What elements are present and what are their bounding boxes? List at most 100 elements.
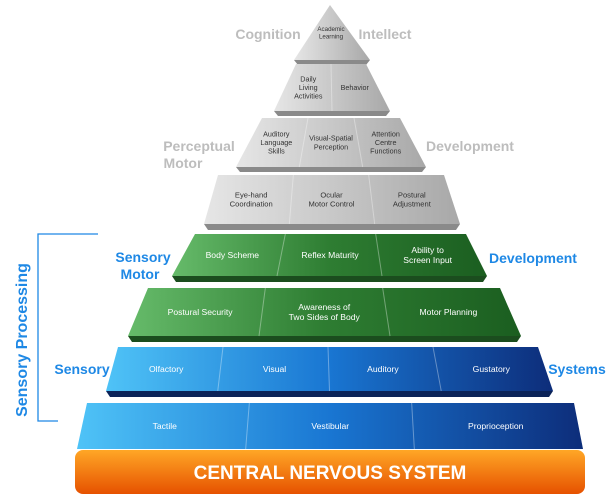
tier-8: Tactile Vestibular Proprioception bbox=[77, 402, 583, 450]
label-perceptual: Perceptual bbox=[163, 138, 235, 154]
tier-4-band bbox=[204, 175, 460, 224]
tier-4-divider bbox=[368, 174, 376, 225]
tier-5-divider bbox=[276, 233, 286, 277]
tier-6-cell-1: Postural Security bbox=[168, 307, 234, 317]
tier-7-divider bbox=[432, 346, 442, 392]
tier-5-cell-1: Body Scheme bbox=[206, 250, 260, 260]
label-development-blue: Development bbox=[489, 250, 577, 266]
tier-3-divider bbox=[298, 117, 309, 168]
tier-4-cell-line: Postural bbox=[398, 191, 426, 200]
tier-5-band bbox=[172, 234, 487, 276]
tier-8-divider bbox=[411, 402, 415, 450]
tier-4-cell-line: Ocular bbox=[320, 191, 343, 200]
tier-7-cell-4: Gustatory bbox=[473, 364, 511, 374]
apex-cell-line: Academic bbox=[317, 26, 344, 33]
tier-7-cell-line: Olfactory bbox=[149, 364, 184, 374]
tier-7-band bbox=[106, 347, 553, 391]
tier-3-cell-line: Visual-Spatial bbox=[309, 134, 353, 143]
tier-5-cell-line: Screen Input bbox=[403, 255, 452, 265]
base-bar: CENTRAL NERVOUS SYSTEM bbox=[75, 450, 585, 494]
tier-4-divider bbox=[288, 174, 294, 225]
label-perceptual-motor: Motor bbox=[164, 155, 203, 171]
tier-3-cell-line: Language bbox=[260, 138, 292, 147]
tier-8-divider bbox=[245, 402, 250, 450]
label-sensory-motor-2: Motor bbox=[121, 266, 160, 282]
base-label: CENTRAL NERVOUS SYSTEM bbox=[194, 463, 467, 484]
apex-face bbox=[294, 60, 370, 65]
label-intellect: Intellect bbox=[359, 26, 412, 42]
tier-3-divider bbox=[353, 117, 364, 168]
tier-7: Olfactory Visual Auditory Gustatory bbox=[106, 346, 553, 397]
tier-8-cell-3: Proprioception bbox=[468, 421, 524, 431]
tier-6-cell-line: Motor Planning bbox=[420, 307, 478, 317]
apex-band bbox=[294, 5, 370, 60]
tier-7-divider bbox=[217, 346, 224, 392]
tier-4-cell-line: Adjustment bbox=[393, 200, 432, 209]
label-sensory-motor-1: Sensory bbox=[115, 249, 170, 265]
tier-8-cell-line: Tactile bbox=[153, 421, 178, 431]
tier-5-face bbox=[172, 276, 487, 282]
tier-8-cell-2: Vestibular bbox=[311, 421, 349, 431]
label-sensory: Sensory bbox=[54, 361, 109, 377]
tier-3-cell-line: Auditory bbox=[263, 129, 290, 138]
tier-3-cell-line: Perception bbox=[314, 142, 348, 151]
tier-2-cell-line: Activities bbox=[294, 92, 323, 101]
tier-8-cell-line: Proprioception bbox=[468, 421, 524, 431]
tier-6-cell-line: Postural Security bbox=[168, 307, 234, 317]
tier-2-face bbox=[274, 111, 390, 116]
tier-3-face bbox=[236, 167, 426, 172]
label-systems: Systems bbox=[548, 361, 606, 377]
tier-2-cell-line: Living bbox=[299, 83, 318, 92]
tier-6-cell-line: Two Sides of Body bbox=[289, 312, 361, 322]
tier-4-cell-line: Motor Control bbox=[308, 200, 354, 209]
label-cognition: Cognition bbox=[235, 26, 300, 42]
tier-2-divider bbox=[330, 63, 333, 112]
tier-3-cell-line: Centre bbox=[375, 138, 397, 147]
apex-cell-line: Learning bbox=[319, 33, 344, 40]
tier-6-face bbox=[128, 336, 521, 342]
tier-6-divider bbox=[382, 287, 391, 337]
tier-5-cell-line: Body Scheme bbox=[206, 250, 260, 260]
tier-2-cell-line: Daily bbox=[300, 74, 316, 83]
tier-2-cell-line: Behavior bbox=[341, 83, 370, 92]
tier-4-cell-line: Eye-hand bbox=[235, 191, 268, 200]
label-sensory-processing: Sensory Processing bbox=[14, 263, 31, 417]
tier-3-cell-line: Attention bbox=[371, 129, 399, 138]
tier-7-cell-line: Auditory bbox=[367, 364, 399, 374]
sensory-processing-bracket bbox=[37, 233, 98, 422]
tier-8-cell-1: Tactile bbox=[153, 421, 178, 431]
tier-6-cell-line: Awareness of bbox=[298, 302, 351, 312]
tier-7-cell-line: Gustatory bbox=[473, 364, 511, 374]
tier-5-cell-line: Reflex Maturity bbox=[301, 250, 359, 260]
tier-6-band bbox=[128, 288, 521, 336]
tier-3-cell-line: Functions bbox=[370, 147, 402, 156]
tier-8-band bbox=[77, 403, 583, 449]
tier-6-divider bbox=[258, 287, 266, 337]
tier-7-divider bbox=[327, 346, 330, 392]
tier-4-cell-line: Coordination bbox=[230, 200, 273, 209]
tier-7-cell-1: Olfactory bbox=[149, 364, 184, 374]
tier-6-cell-3: Motor Planning bbox=[420, 307, 478, 317]
tier-2-cell-2: Behavior bbox=[341, 83, 370, 92]
tier-5-divider bbox=[375, 233, 383, 277]
tier-7-cell-3: Auditory bbox=[367, 364, 399, 374]
tier-7-cell-2: Visual bbox=[263, 364, 286, 374]
tier-7-face bbox=[106, 391, 553, 397]
tier-4-face bbox=[204, 224, 460, 230]
tier-8-cell-line: Vestibular bbox=[311, 421, 349, 431]
